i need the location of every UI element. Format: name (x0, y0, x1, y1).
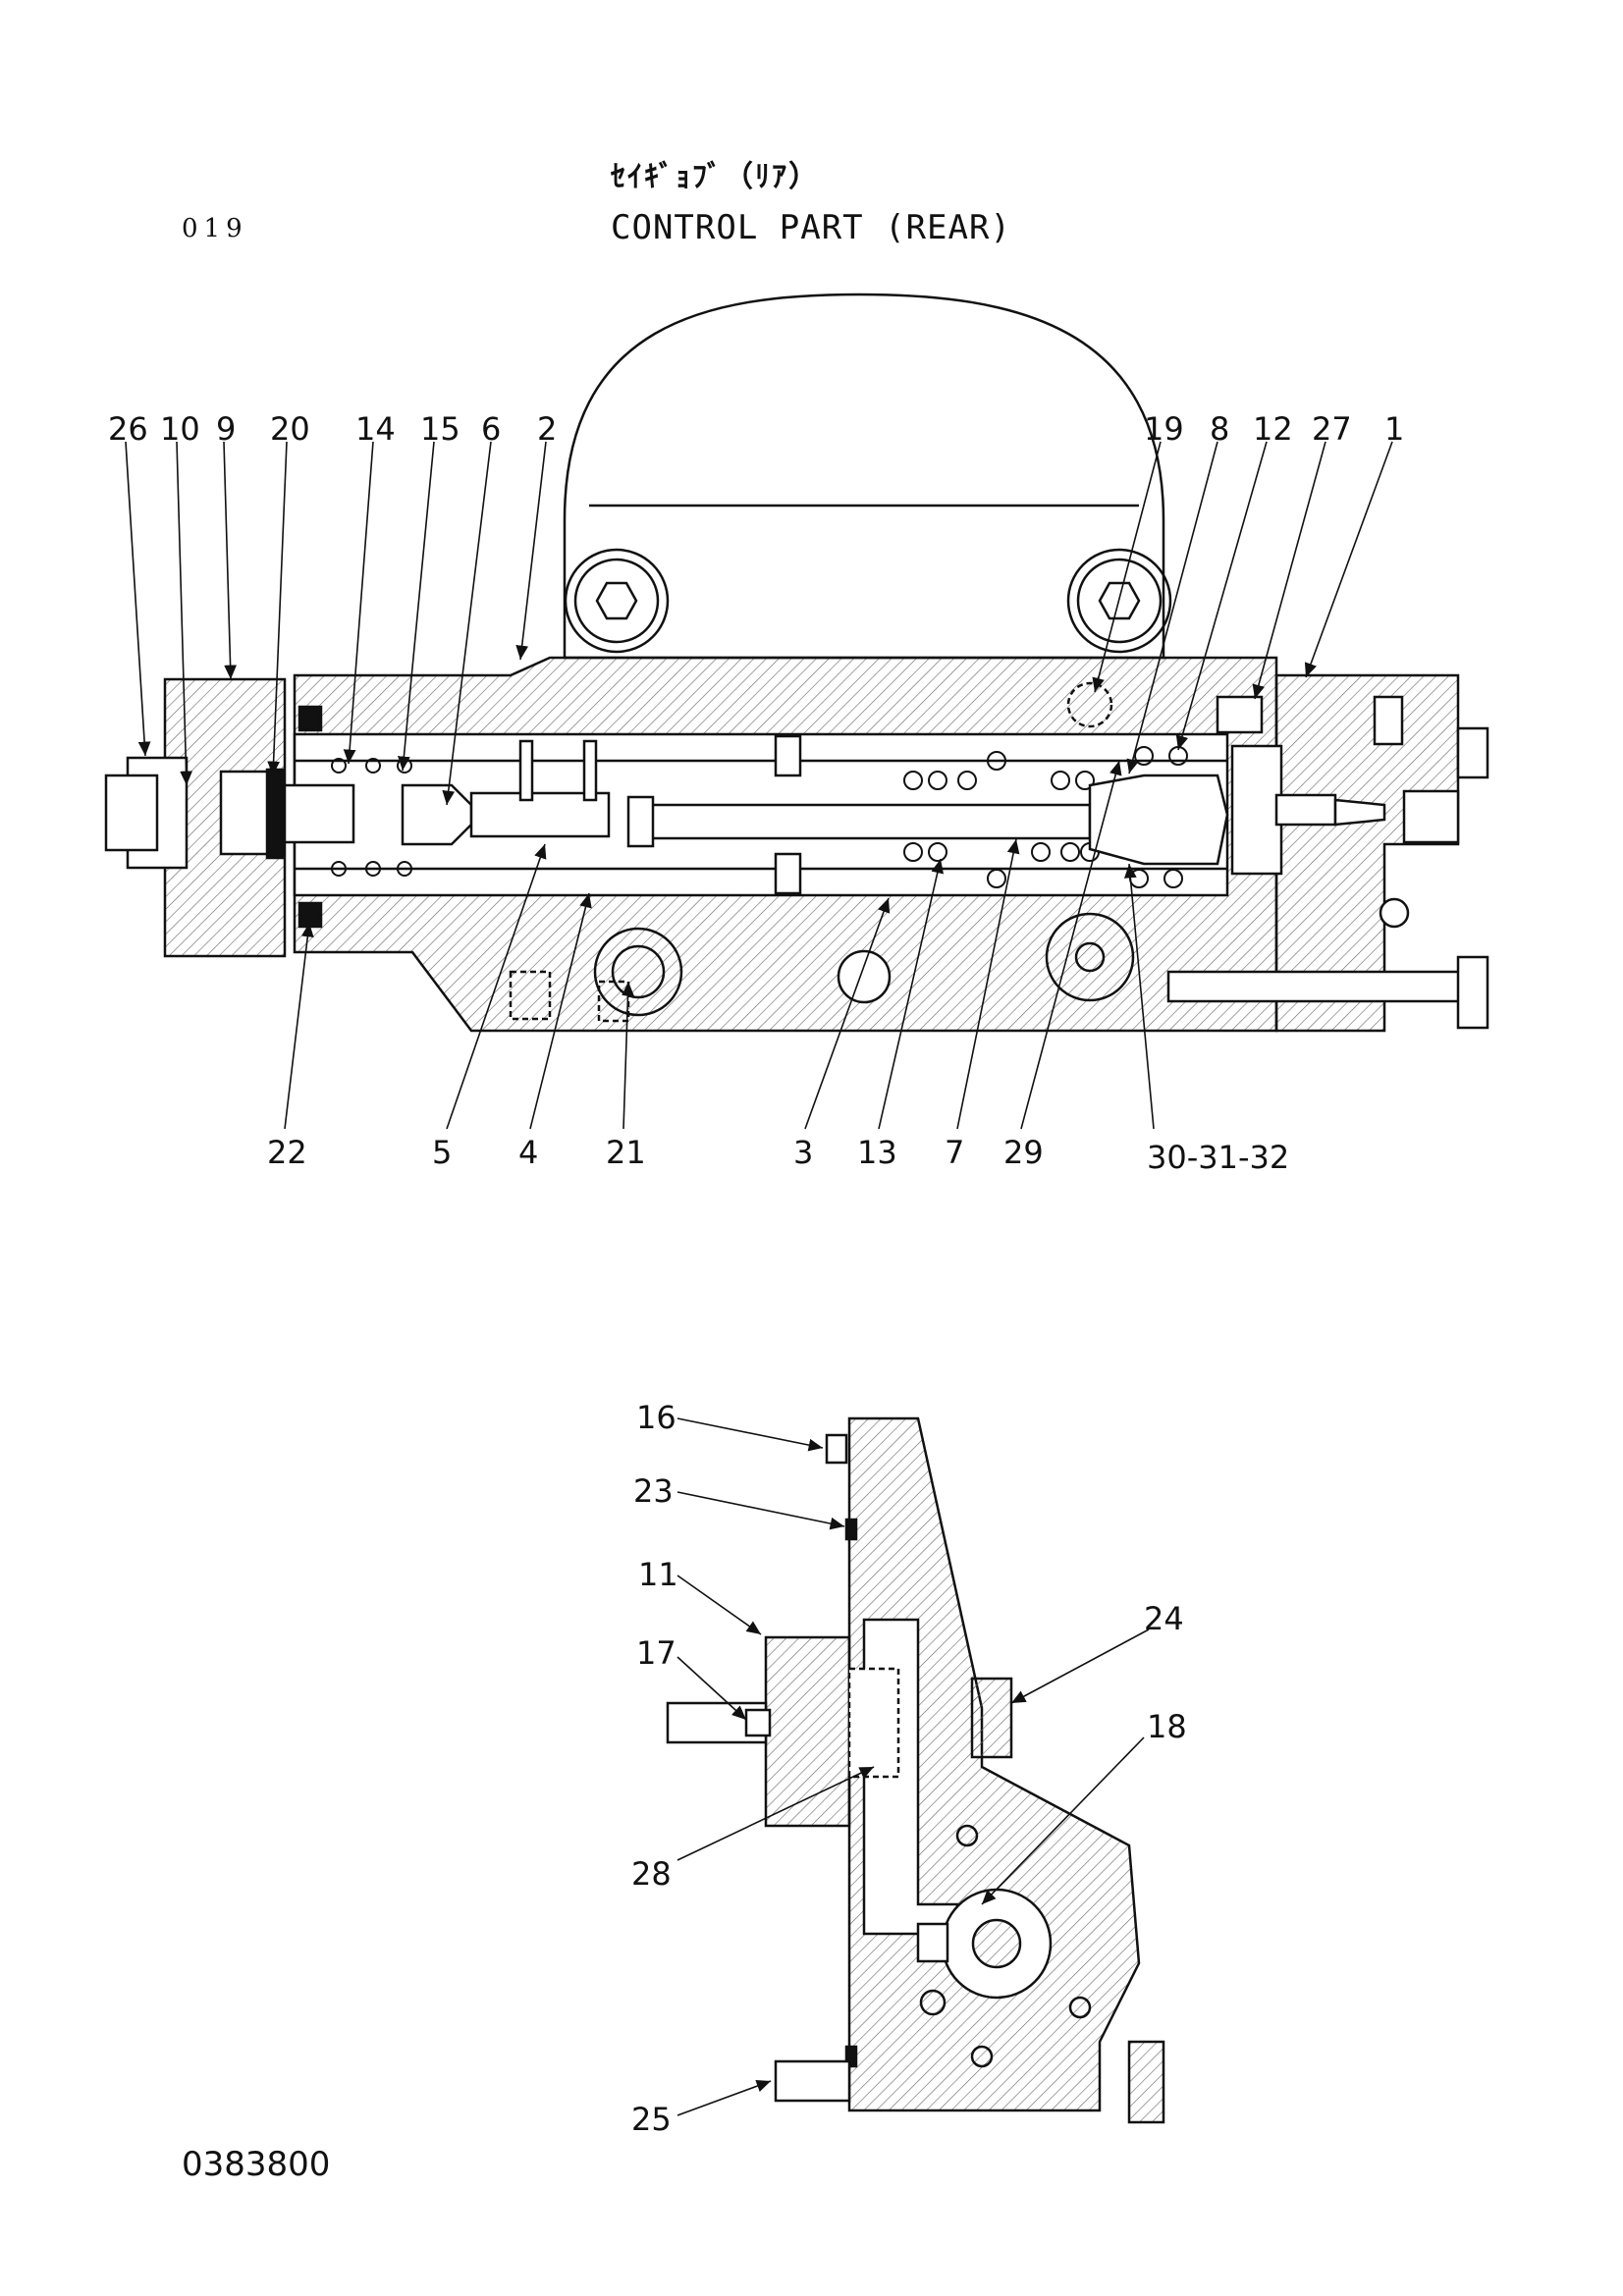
callout-21: 21 (606, 1134, 646, 1171)
callout-1: 1 (1384, 410, 1404, 448)
title-english: CONTROL PART (REAR) (611, 208, 1011, 247)
callout-11: 11 (638, 1556, 678, 1593)
lower-callouts: 16 23 11 17 24 18 28 25 (631, 1399, 1187, 2138)
callout-4: 4 (518, 1134, 538, 1171)
callout-22: 22 (267, 1134, 307, 1171)
callout-29: 29 (1003, 1134, 1044, 1171)
callout-6: 6 (481, 410, 501, 448)
callout-20: 20 (270, 410, 310, 448)
callout-9: 9 (216, 410, 236, 448)
callout-16: 16 (636, 1399, 676, 1436)
callout-17: 17 (636, 1634, 676, 1672)
callout-15: 15 (420, 410, 460, 448)
callout-14: 14 (355, 410, 396, 448)
callout-25: 25 (631, 2101, 672, 2138)
callout-8: 8 (1210, 410, 1229, 448)
drawing-number: 0383800 (182, 2145, 331, 2184)
callout-10: 10 (160, 410, 200, 448)
callout-5: 5 (432, 1134, 452, 1171)
callout-12: 12 (1253, 410, 1293, 448)
callout-18: 18 (1147, 1708, 1187, 1745)
upper-callouts: 26 10 9 20 14 15 6 2 19 8 12 27 1 22 5 4… (108, 410, 1404, 1176)
callout-7: 7 (945, 1134, 964, 1171)
upper-assembly-view (104, 293, 1489, 1033)
lower-assembly-view (666, 1416, 1165, 2124)
callout-27: 27 (1312, 410, 1352, 448)
callout-24: 24 (1144, 1600, 1184, 1637)
callout-28: 28 (631, 1855, 672, 1893)
callout-13: 13 (857, 1134, 897, 1171)
callout-23: 23 (633, 1472, 674, 1510)
title-japanese: ｾｲｷﾞｮﾌﾞ（ﾘｱ） (611, 160, 820, 194)
callout-3: 3 (793, 1134, 813, 1171)
callout-2: 2 (537, 410, 557, 448)
page-number: 019 (182, 214, 248, 243)
callout-26: 26 (108, 410, 148, 448)
callout-30-31-32: 30-31-32 (1147, 1139, 1289, 1176)
callout-19: 19 (1144, 410, 1184, 448)
